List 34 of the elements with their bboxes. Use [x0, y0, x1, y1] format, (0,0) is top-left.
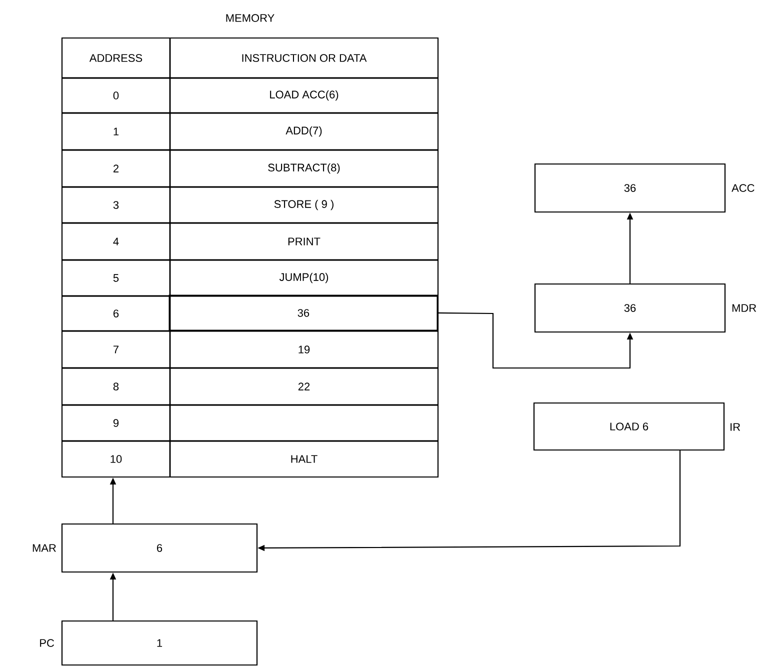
table-cell: 8 — [113, 382, 119, 390]
table-cell: 19 — [298, 346, 310, 354]
table-cell: STORE ( 9 ) — [274, 200, 334, 210]
table-cell: 0 — [113, 92, 119, 100]
register-box: 1 — [61, 620, 258, 666]
table-cell: PRINT — [288, 238, 320, 246]
table-cell: 7 — [114, 346, 118, 354]
register-label: IR — [730, 423, 740, 431]
table-cell: 10 — [110, 455, 122, 463]
table-cell: ADD(7) — [286, 126, 322, 137]
table-cell: INSTRUCTION OR DATA — [242, 54, 367, 62]
table-cell: 22 — [298, 382, 310, 390]
register-label: MAR — [32, 544, 56, 552]
register-label: PC — [40, 639, 54, 647]
table-cell: 6 — [114, 310, 119, 318]
table-cell: 1 — [114, 128, 119, 136]
table-title: MEMORY — [226, 14, 274, 22]
table-cell: 2 — [114, 164, 118, 172]
table-cell: 3 — [113, 201, 119, 209]
table-cell: HALT — [291, 455, 318, 463]
register-box: 36 — [534, 163, 726, 213]
register-box: 6 — [61, 523, 258, 573]
table-cell: 36 — [168, 294, 438, 332]
register-label: MDR — [732, 304, 756, 312]
table-cell: JUMP(10) — [279, 272, 328, 284]
table-cell: LOAD ACC(6) — [270, 90, 338, 101]
table-cell: ADDRESS — [89, 54, 142, 62]
table-cell: SUBTRACT(8) — [268, 163, 340, 174]
table-cell: 4 — [113, 238, 119, 246]
register-box: LOAD 6 — [533, 402, 725, 451]
table-cell: 5 — [113, 274, 119, 282]
register-box: 36 — [534, 283, 726, 333]
register-label: ACC — [732, 184, 754, 192]
table-cell: 9 — [113, 419, 119, 427]
